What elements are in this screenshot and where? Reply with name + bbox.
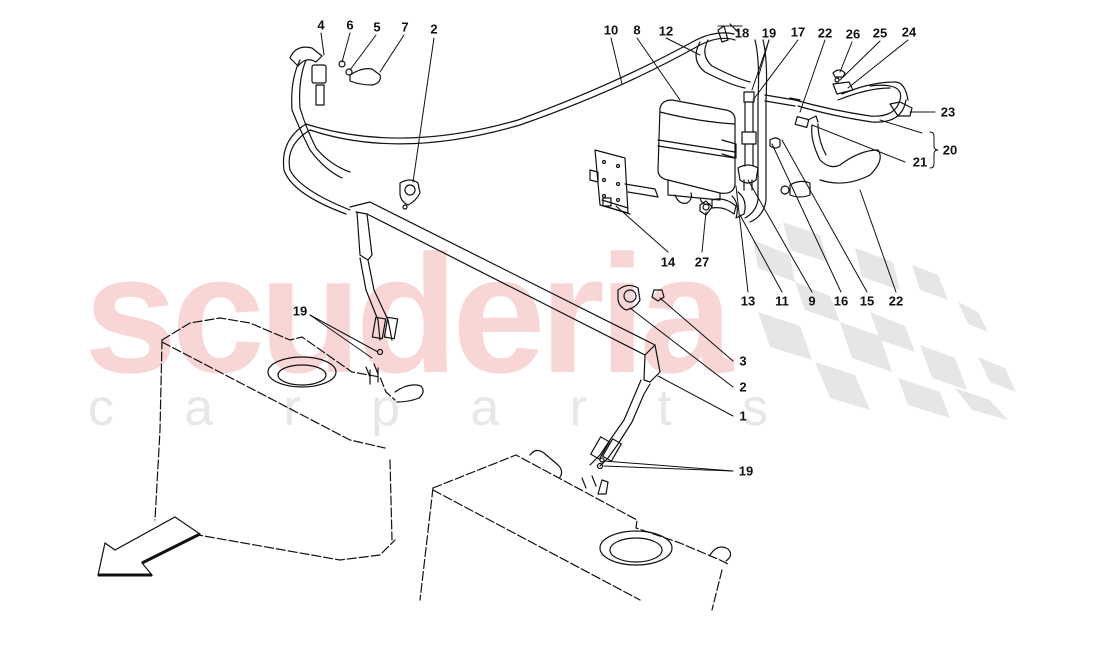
part-callout-14: 14	[660, 254, 676, 270]
part-callout-2: 2	[739, 379, 747, 395]
part-callout-3: 3	[739, 353, 747, 369]
part-callout-5: 5	[373, 19, 381, 35]
part-callout-16: 16	[833, 293, 849, 309]
part-callout-1: 1	[739, 408, 747, 424]
part-callout-12: 12	[658, 23, 674, 39]
left-fuel-tank	[154, 317, 396, 561]
part-callout-11: 11	[775, 293, 789, 309]
part-callout-6: 6	[346, 17, 354, 33]
watermark-letter: a	[184, 379, 214, 437]
scuderia-watermark: scuderia	[84, 220, 733, 408]
carbon-canister	[657, 99, 736, 205]
watermark-letter: t	[657, 379, 672, 437]
leader-lines	[309, 25, 939, 472]
watermark-letter: a	[470, 379, 500, 437]
part-callout-19: 19	[761, 25, 777, 41]
part-callout-24: 24	[901, 24, 917, 40]
right-fuel-tank	[419, 454, 731, 611]
part-callout-13: 13	[740, 293, 756, 309]
part-callout-2: 2	[430, 21, 438, 37]
part-callout-27: 27	[694, 254, 710, 270]
valve-assembly	[695, 23, 907, 223]
part-callout-17: 17	[790, 24, 806, 40]
carparts-watermark: c a r p a r t s	[88, 382, 768, 434]
watermark-letter: r	[569, 379, 587, 437]
mounting-bracket	[589, 139, 737, 215]
part-callout-20: 20	[942, 142, 958, 158]
right-tank-details	[529, 449, 732, 566]
part-callout-19: 19	[738, 463, 754, 479]
part-callout-18: 18	[734, 25, 750, 41]
watermark-letter: c	[88, 379, 114, 437]
left-tank-details	[267, 356, 424, 403]
part-callout-22: 22	[817, 25, 833, 41]
part-callout-21: 21	[912, 154, 928, 170]
part-callout-19: 19	[292, 303, 308, 319]
clip-top	[338, 60, 421, 210]
part-callout-25: 25	[872, 25, 888, 41]
part-callout-9: 9	[808, 293, 816, 309]
vent-hose	[282, 32, 736, 215]
part-callout-15: 15	[859, 293, 875, 309]
part-callout-26: 26	[845, 26, 861, 42]
part-callout-22: 22	[888, 293, 904, 309]
watermark-letter: s	[741, 379, 768, 437]
watermark-letter: r	[283, 379, 301, 437]
part-callout-10: 10	[603, 22, 619, 38]
crossover-pipe	[349, 201, 661, 470]
part-callout-23: 23	[940, 104, 956, 120]
part-callout-4: 4	[317, 17, 325, 33]
part-callout-8: 8	[633, 22, 641, 38]
part-callout-7: 7	[401, 19, 409, 35]
